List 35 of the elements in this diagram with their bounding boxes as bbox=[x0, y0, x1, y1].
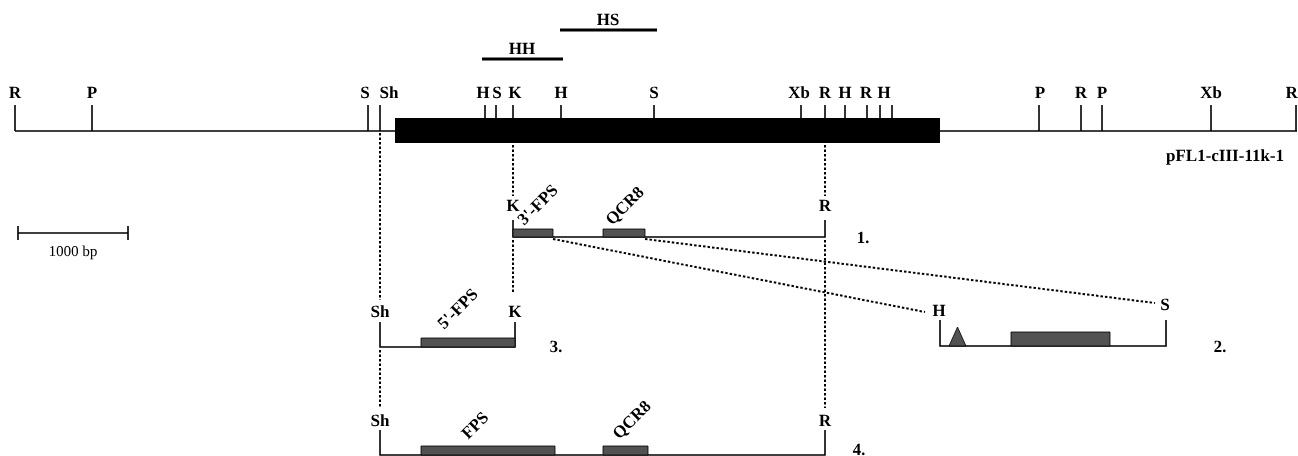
site-label: R bbox=[9, 86, 22, 98]
site-label: R bbox=[819, 86, 832, 98]
site-label: H bbox=[932, 304, 946, 316]
scale-label: 1000 bp bbox=[49, 245, 97, 260]
gene-label: FPS bbox=[460, 411, 488, 440]
site-label: P bbox=[1097, 86, 1107, 98]
site-label: K bbox=[508, 86, 522, 98]
site-label: H bbox=[554, 86, 568, 98]
site-label: P bbox=[1035, 86, 1045, 98]
site-label: S bbox=[650, 86, 658, 99]
site-label: S bbox=[493, 86, 501, 99]
site-label: R bbox=[1075, 86, 1088, 98]
site-label: S bbox=[1161, 298, 1169, 311]
site-label: R bbox=[819, 199, 832, 211]
site-label: H bbox=[476, 86, 490, 98]
site-label: R bbox=[1285, 86, 1298, 98]
site-label: R bbox=[819, 414, 832, 426]
site-label: K bbox=[508, 305, 522, 317]
site-label: Xb bbox=[1200, 86, 1222, 99]
fragment-number: 1. bbox=[858, 231, 869, 244]
site-label: P bbox=[87, 86, 97, 98]
site-label: Sh bbox=[371, 414, 390, 427]
plasmid-label: pFL1-cIII-11k-1 bbox=[1166, 149, 1284, 165]
probe-label: HH bbox=[509, 42, 535, 54]
site-label: R bbox=[860, 86, 873, 98]
site-label: Sh bbox=[371, 305, 390, 318]
site-label: H bbox=[838, 86, 852, 98]
fragment-number: 4. bbox=[852, 443, 865, 456]
probe-label: HS bbox=[596, 13, 619, 26]
site-label: Xb bbox=[788, 86, 810, 99]
site-label: Sh bbox=[380, 86, 399, 99]
site-label: H bbox=[877, 86, 891, 98]
fragment-number: 3. bbox=[550, 340, 562, 353]
site-label: S bbox=[361, 86, 369, 99]
fragment-number: 2. bbox=[1214, 340, 1226, 353]
